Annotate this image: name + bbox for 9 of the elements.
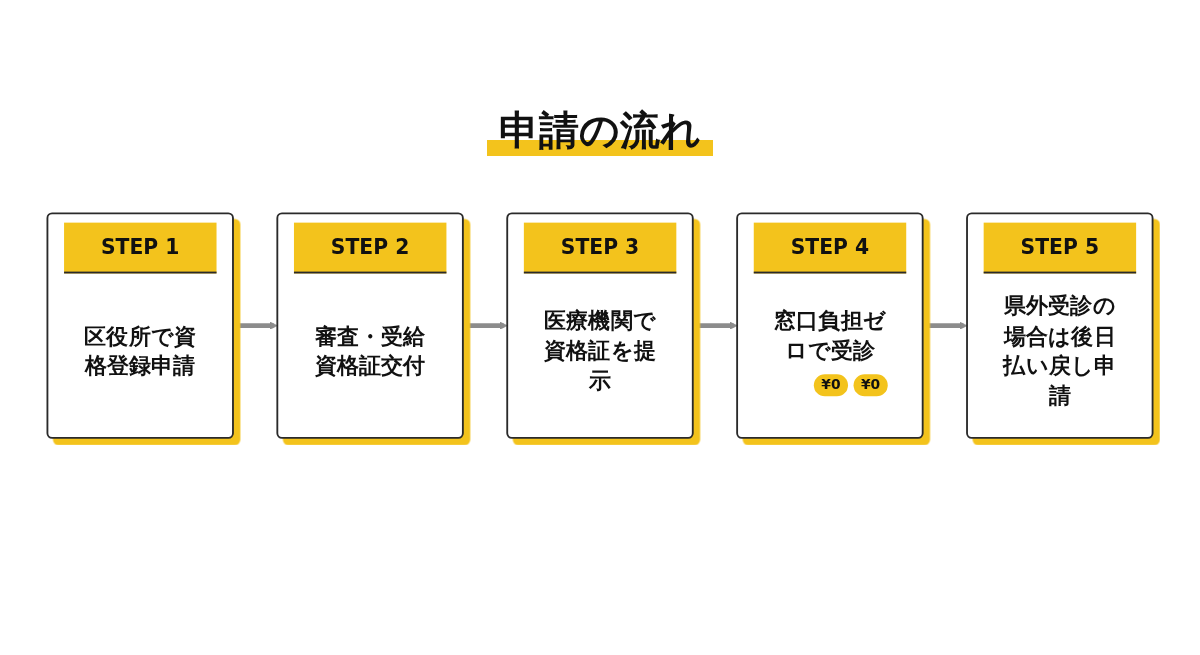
- node-box: STEP 2 審査・受給資格証交付: [276, 212, 464, 439]
- arrow: [462, 321, 508, 330]
- arrow: [692, 321, 738, 330]
- node-box: STEP 3 医療機関で資格証を提示: [506, 212, 694, 439]
- node-box: STEP 5 県外受診の場合は後日払い戻し申請: [966, 212, 1154, 439]
- node-box: STEP 4 窓口負担ゼロで受診 ¥0 ¥0: [736, 212, 924, 439]
- node-box: STEP 1 区役所で資格登録申請: [46, 212, 234, 439]
- arrow: [922, 321, 968, 330]
- arrow: [232, 321, 278, 330]
